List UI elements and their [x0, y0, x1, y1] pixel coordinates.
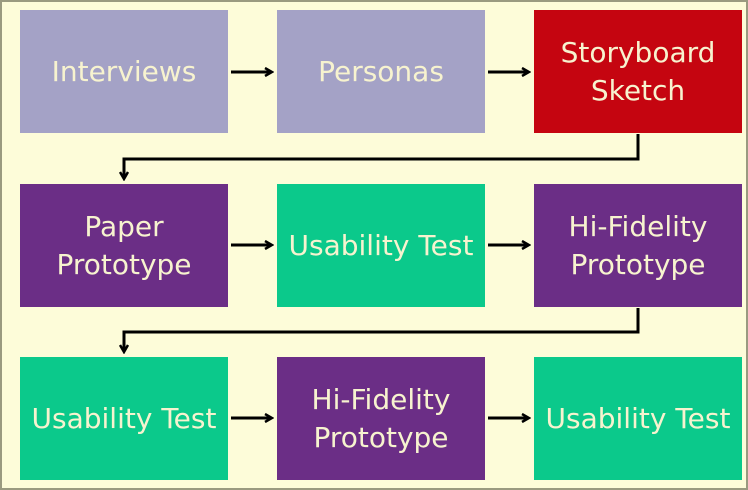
node-hifi-prototype-2: Hi-Fidelity Prototype	[277, 357, 485, 480]
node-label: Hi-Fidelity Prototype	[568, 209, 708, 281]
node-label: Usability Test	[288, 228, 474, 262]
node-usability-test-2: Usability Test	[20, 357, 228, 480]
node-storyboard-sketch: Storyboard Sketch	[534, 10, 742, 133]
node-hifi-prototype-1: Hi-Fidelity Prototype	[534, 184, 742, 307]
node-label: Usability Test	[545, 401, 731, 435]
node-label: Paper Prototype	[56, 209, 192, 281]
node-label: Usability Test	[31, 401, 217, 435]
node-label: Hi-Fidelity Prototype	[311, 382, 451, 454]
node-label: Storyboard Sketch	[560, 35, 716, 107]
node-label: Personas	[318, 54, 444, 88]
node-usability-test-1: Usability Test	[277, 184, 485, 307]
node-personas: Personas	[277, 10, 485, 133]
node-usability-test-3: Usability Test	[534, 357, 742, 480]
node-interviews: Interviews	[20, 10, 228, 133]
node-label: Interviews	[51, 54, 197, 88]
node-paper-prototype: Paper Prototype	[20, 184, 228, 307]
